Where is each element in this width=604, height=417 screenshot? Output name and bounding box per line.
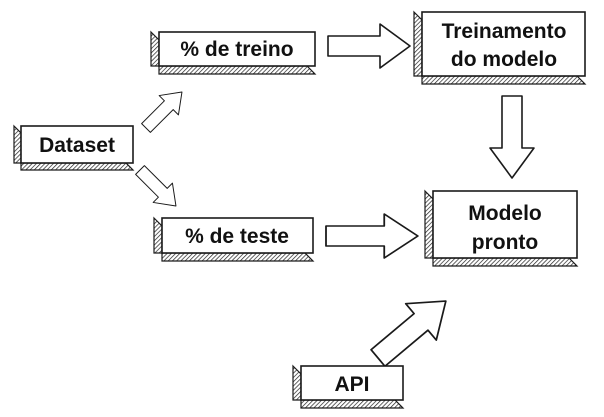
- arrow-dataset-to-train: [135, 81, 193, 139]
- arrow-test-to-model: [325, 213, 419, 259]
- api-label: API: [334, 373, 369, 396]
- test-split-label: % de teste: [185, 225, 289, 248]
- api-box: API: [292, 364, 405, 409]
- training-box: Treinamento do modelo: [413, 10, 587, 85]
- ready-model-label-line1: Modelo: [468, 202, 542, 225]
- training-label-line1: Treinamento: [442, 20, 567, 43]
- arrow-training-to-model: [489, 95, 535, 179]
- test-split-box: % de teste: [153, 216, 315, 262]
- arrow-dataset-to-test: [129, 159, 187, 217]
- train-split-box: % de treino: [150, 30, 317, 75]
- training-label-line2: do modelo: [451, 48, 557, 71]
- arrow-train-to-training: [327, 23, 411, 69]
- ready-model-label-line2: pronto: [472, 231, 538, 254]
- dataset-box: Dataset: [13, 124, 135, 171]
- ready-model-box: Modelo pronto: [424, 189, 579, 267]
- train-split-label: % de treino: [180, 38, 293, 61]
- dataset-label: Dataset: [39, 134, 115, 157]
- arrow-api-to-model: [361, 282, 462, 378]
